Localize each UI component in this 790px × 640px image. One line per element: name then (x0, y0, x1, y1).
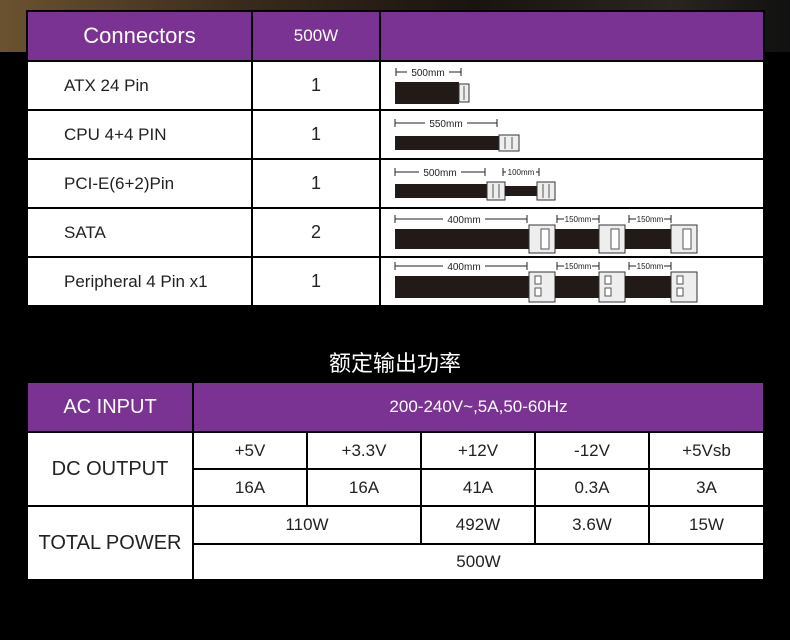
rail-current: 16A (192, 468, 308, 507)
peripheral-cable-icon: 400mm 150mm 150mm (394, 259, 698, 303)
connector-name: SATA (26, 207, 253, 258)
minus12v-power: 3.6W (534, 505, 650, 545)
rail-current: 0.3A (534, 468, 650, 507)
rail-label: -12V (534, 431, 650, 470)
cable-diagram-pcie: 500mm 100mm (379, 158, 765, 209)
cable-diagram-atx: 500mm (379, 60, 765, 111)
connectors-header-row: Connectors 500W (26, 10, 765, 62)
cable-length-label: 550mm (429, 119, 462, 130)
connector-name: CPU 4+4 PIN (26, 109, 253, 160)
connectors-table: Connectors 500W ATX 24 Pin 1 500mm CPU 4… (26, 10, 765, 307)
combined-5v-3v3-power: 110W (192, 505, 422, 545)
rail-current: 16A (306, 468, 422, 507)
cable-diagram-cpu: 550mm (379, 109, 765, 160)
rail-label: +5V (192, 431, 308, 470)
cable-length-label: 150mm (565, 262, 592, 271)
total-power-label: TOTAL POWER (26, 505, 194, 581)
ac-input-row: AC INPUT 200-240V~,5A,50-60Hz (26, 381, 765, 433)
ac-input-label: AC INPUT (26, 381, 194, 433)
connector-row-sata: SATA 2 400mm 150mm 150mm (26, 207, 765, 258)
12v-power: 492W (420, 505, 536, 545)
cable-length-label: 500mm (423, 168, 456, 179)
rail-label: +5Vsb (648, 431, 765, 470)
connector-qty: 1 (251, 60, 381, 111)
sata-cable-icon: 400mm 150mm 150mm (394, 212, 698, 254)
cable-diagram-sata: 400mm 150mm 150mm (379, 207, 765, 258)
connector-qty: 1 (251, 109, 381, 160)
rail-current: 41A (420, 468, 536, 507)
rails-row: DC OUTPUT +5V +3.3V +12V -12V +5Vsb (26, 431, 765, 507)
connectors-header: Connectors (26, 10, 253, 62)
cable-length-label: 400mm (447, 262, 480, 273)
wattage-header: 500W (251, 10, 381, 62)
rail-power-row: TOTAL POWER 110W 492W 3.6W 15W (26, 505, 765, 581)
total-power-value: 500W (192, 543, 765, 581)
rail-label: +12V (420, 431, 536, 470)
rating-title: 额定输出功率 (328, 351, 461, 376)
connector-name: PCI-E(6+2)Pin (26, 158, 253, 209)
cpu-cable-icon: 550mm (394, 116, 520, 152)
cable-length-label: 150mm (565, 215, 592, 224)
total-row: 500W (27, 543, 765, 581)
connector-qty: 1 (251, 256, 381, 307)
ac-input-value: 200-240V~,5A,50-60Hz (192, 381, 765, 433)
dc-output-label: DC OUTPUT (26, 431, 194, 507)
connector-name: Peripheral 4 Pin x1 (26, 256, 253, 307)
power-rating-table: AC INPUT 200-240V~,5A,50-60Hz DC OUTPUT … (26, 381, 765, 581)
cable-length-label: 150mm (637, 262, 664, 271)
connector-qty: 1 (251, 158, 381, 209)
cable-length-label: 500mm (411, 68, 444, 79)
pcie-cable-icon: 500mm 100mm (394, 165, 556, 201)
connector-row-atx: ATX 24 Pin 1 500mm (26, 60, 765, 111)
connector-row-pcie: PCI-E(6+2)Pin 1 500mm 100mm (26, 158, 765, 209)
connector-qty: 2 (251, 207, 381, 258)
5vsb-power: 15W (648, 505, 765, 545)
cable-diagram-peripheral: 400mm 150mm 150mm (379, 256, 765, 307)
atx-cable-icon: 500mm (395, 65, 470, 104)
cable-length-label: 100mm (508, 168, 535, 177)
rail-current: 3A (648, 468, 765, 507)
connector-row-peripheral: Peripheral 4 Pin x1 1 400mm 150mm 150mm (26, 256, 765, 307)
connector-row-cpu: CPU 4+4 PIN 1 550mm (26, 109, 765, 160)
cable-length-label: 400mm (447, 215, 480, 226)
rail-label: +3.3V (306, 431, 422, 470)
connector-name: ATX 24 Pin (26, 60, 253, 111)
cable-length-label: 150mm (637, 215, 664, 224)
currents-row: 16A 16A 41A 0.3A 3A (27, 468, 765, 507)
diagram-header (379, 10, 765, 62)
